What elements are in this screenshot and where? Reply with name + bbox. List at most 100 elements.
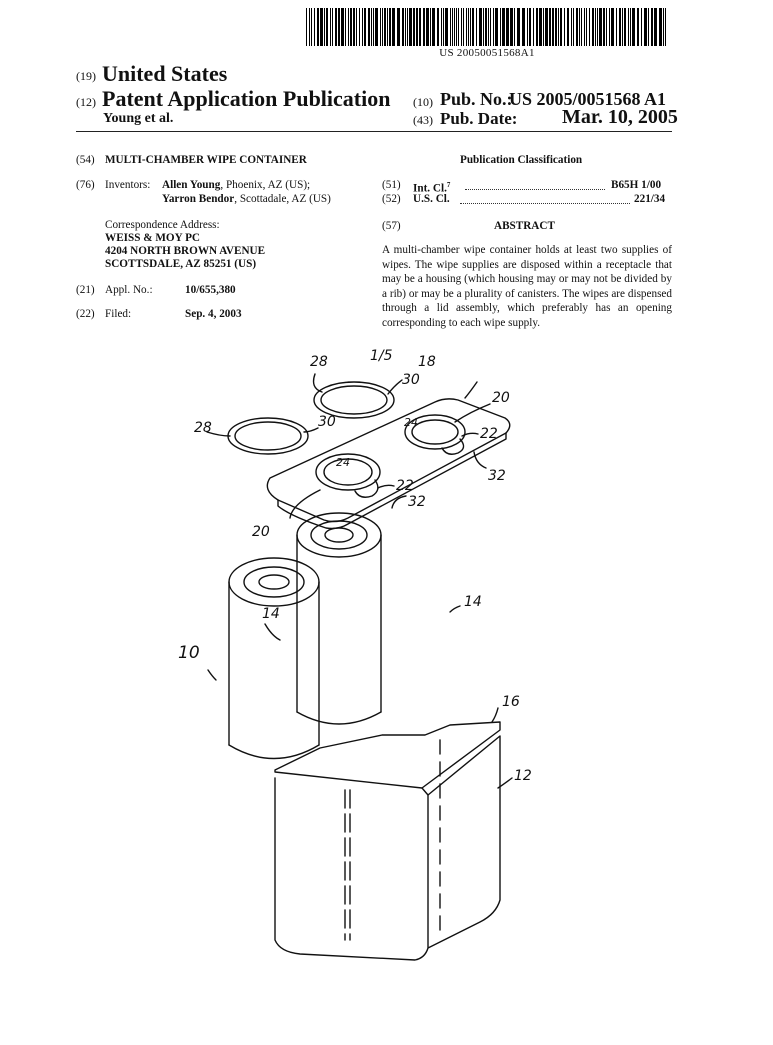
inventor-2: Yarron Bendor, Scottadale, AZ (US) — [162, 192, 331, 206]
roll-rear-top — [296, 512, 382, 558]
inventor-1-location: , Phoenix, AZ (US); — [220, 179, 311, 191]
leader-22a — [461, 432, 479, 437]
int-cl-value: B65H 1/00 — [611, 179, 662, 191]
label-30b: 30 — [318, 414, 336, 430]
cap-front-inner — [234, 421, 302, 451]
int-cl-leader — [465, 180, 605, 190]
barcode — [306, 8, 666, 46]
label-30a: 30 — [402, 372, 420, 388]
roll-front-top — [228, 557, 320, 607]
barcode-number: US 20050051568A1 — [439, 47, 535, 59]
correspondence-line-2: 4204 NORTH BROWN AVENUE — [105, 245, 266, 257]
inventor-2-location: , Scottadale, AZ (US) — [234, 193, 331, 205]
code-51: (51) — [382, 179, 401, 191]
leader-32a — [473, 451, 487, 469]
pub-no-label: Pub. No.: — [440, 89, 513, 109]
cap-rear — [313, 381, 395, 419]
cap-rear-inner — [320, 385, 388, 415]
dispenser-opening-front-inner — [323, 458, 373, 486]
lid-plate — [266, 398, 511, 523]
dispenser-tab-front — [354, 479, 379, 498]
inventor-2-name: Yarron Bendor — [162, 193, 235, 205]
label-14b: 14 — [464, 594, 482, 610]
leader-32b — [391, 495, 407, 509]
pub-no: US 2005/0051568 A1 — [509, 89, 667, 109]
label-32a: 32 — [488, 468, 506, 484]
inventor-1: Allen Young, Phoenix, AZ (US); — [162, 178, 310, 192]
us-cl-leader — [460, 194, 630, 204]
label-24b: 24 — [336, 456, 350, 469]
leader-12 — [497, 777, 513, 789]
us-cl-value: 221/34 — [634, 193, 666, 205]
pub-date-label: Pub. Date: — [440, 109, 518, 128]
roll-front-swirl-1 — [243, 566, 305, 598]
code-22: (22) — [76, 308, 95, 320]
header-rule — [76, 131, 672, 132]
document-type: Patent Application Publication — [102, 86, 391, 111]
roll-rear-swirl-2 — [324, 527, 354, 543]
title: MULTI-CHAMBER WIPE CONTAINER — [105, 154, 307, 166]
label-10: 10 — [178, 643, 200, 663]
label-20b: 20 — [252, 524, 270, 540]
cap-front — [227, 417, 309, 455]
code-12: (12) — [76, 95, 96, 109]
leader-20a — [454, 403, 491, 423]
dispenser-opening-rear — [404, 414, 466, 450]
label-22b: 22 — [396, 478, 414, 494]
filed-label: Filed: — [105, 308, 132, 320]
label-28a: 28 — [310, 354, 328, 370]
inventor-1-name: Allen Young — [162, 179, 221, 191]
code-43: (43) — [413, 113, 433, 127]
inventors-label: Inventors: — [105, 179, 151, 191]
leader-30b — [303, 427, 319, 433]
leader-30a — [387, 379, 403, 395]
label-18: 18 — [418, 354, 436, 370]
roll-front-bottom — [228, 744, 320, 760]
correspondence-line-3: SCOTTSDALE, AZ 85251 (US) — [105, 258, 257, 270]
code-57: (57) — [382, 220, 401, 232]
leader-14a — [264, 623, 281, 641]
publication-classification-heading: Publication Classification — [460, 154, 583, 166]
label-12: 12 — [514, 768, 532, 784]
leader-28b — [206, 431, 231, 437]
roll-rear-swirl-1 — [310, 520, 368, 550]
appl-no-label: Appl. No.: — [105, 284, 153, 296]
authors: Young et al. — [103, 111, 174, 126]
code-19: (19) — [76, 69, 96, 83]
code-54: (54) — [76, 154, 95, 166]
leader-10 — [207, 669, 217, 681]
dispenser-tab-rear — [441, 438, 465, 455]
correspondence-line-1: WEISS & MOY PC — [105, 232, 200, 244]
housing-body — [274, 735, 501, 961]
label-16: 16 — [502, 694, 520, 710]
label-20a: 20 — [492, 390, 510, 406]
label-28b: 28 — [194, 420, 212, 436]
code-21: (21) — [76, 284, 95, 296]
housing-rim — [274, 721, 501, 789]
housing-edge — [421, 787, 429, 796]
abstract-text: A multi-chamber wipe container holds at … — [382, 244, 672, 329]
dispenser-opening-rear-inner — [411, 419, 459, 445]
leader-22b — [377, 484, 395, 489]
us-cl-label: U.S. Cl. — [413, 193, 450, 205]
code-10: (10) — [413, 95, 433, 109]
filed-date: Sep. 4, 2003 — [185, 308, 242, 320]
leader-28a — [312, 373, 323, 393]
label-24a: 24 — [404, 416, 418, 429]
patent-drawing: 28 1/5 18 30 20 28 30 24 22 32 24 22 32 … — [178, 348, 532, 961]
correspondence-label: Correspondence Address: — [105, 219, 220, 231]
roll-rear-bottom — [296, 711, 382, 725]
label-14a: 14 — [262, 606, 280, 622]
leader-14b — [449, 605, 461, 613]
abstract-heading: ABSTRACT — [494, 220, 555, 232]
sheet-number: 1/5 — [370, 348, 393, 364]
dispenser-opening-front — [315, 453, 381, 491]
leader-18 — [464, 381, 478, 399]
appl-no: 10/655,380 — [185, 284, 236, 296]
code-52: (52) — [382, 193, 401, 205]
label-32b: 32 — [408, 494, 426, 510]
country: United States — [102, 61, 228, 86]
leader-16 — [491, 707, 499, 723]
code-76: (76) — [76, 179, 95, 191]
leader-20b — [289, 489, 321, 519]
